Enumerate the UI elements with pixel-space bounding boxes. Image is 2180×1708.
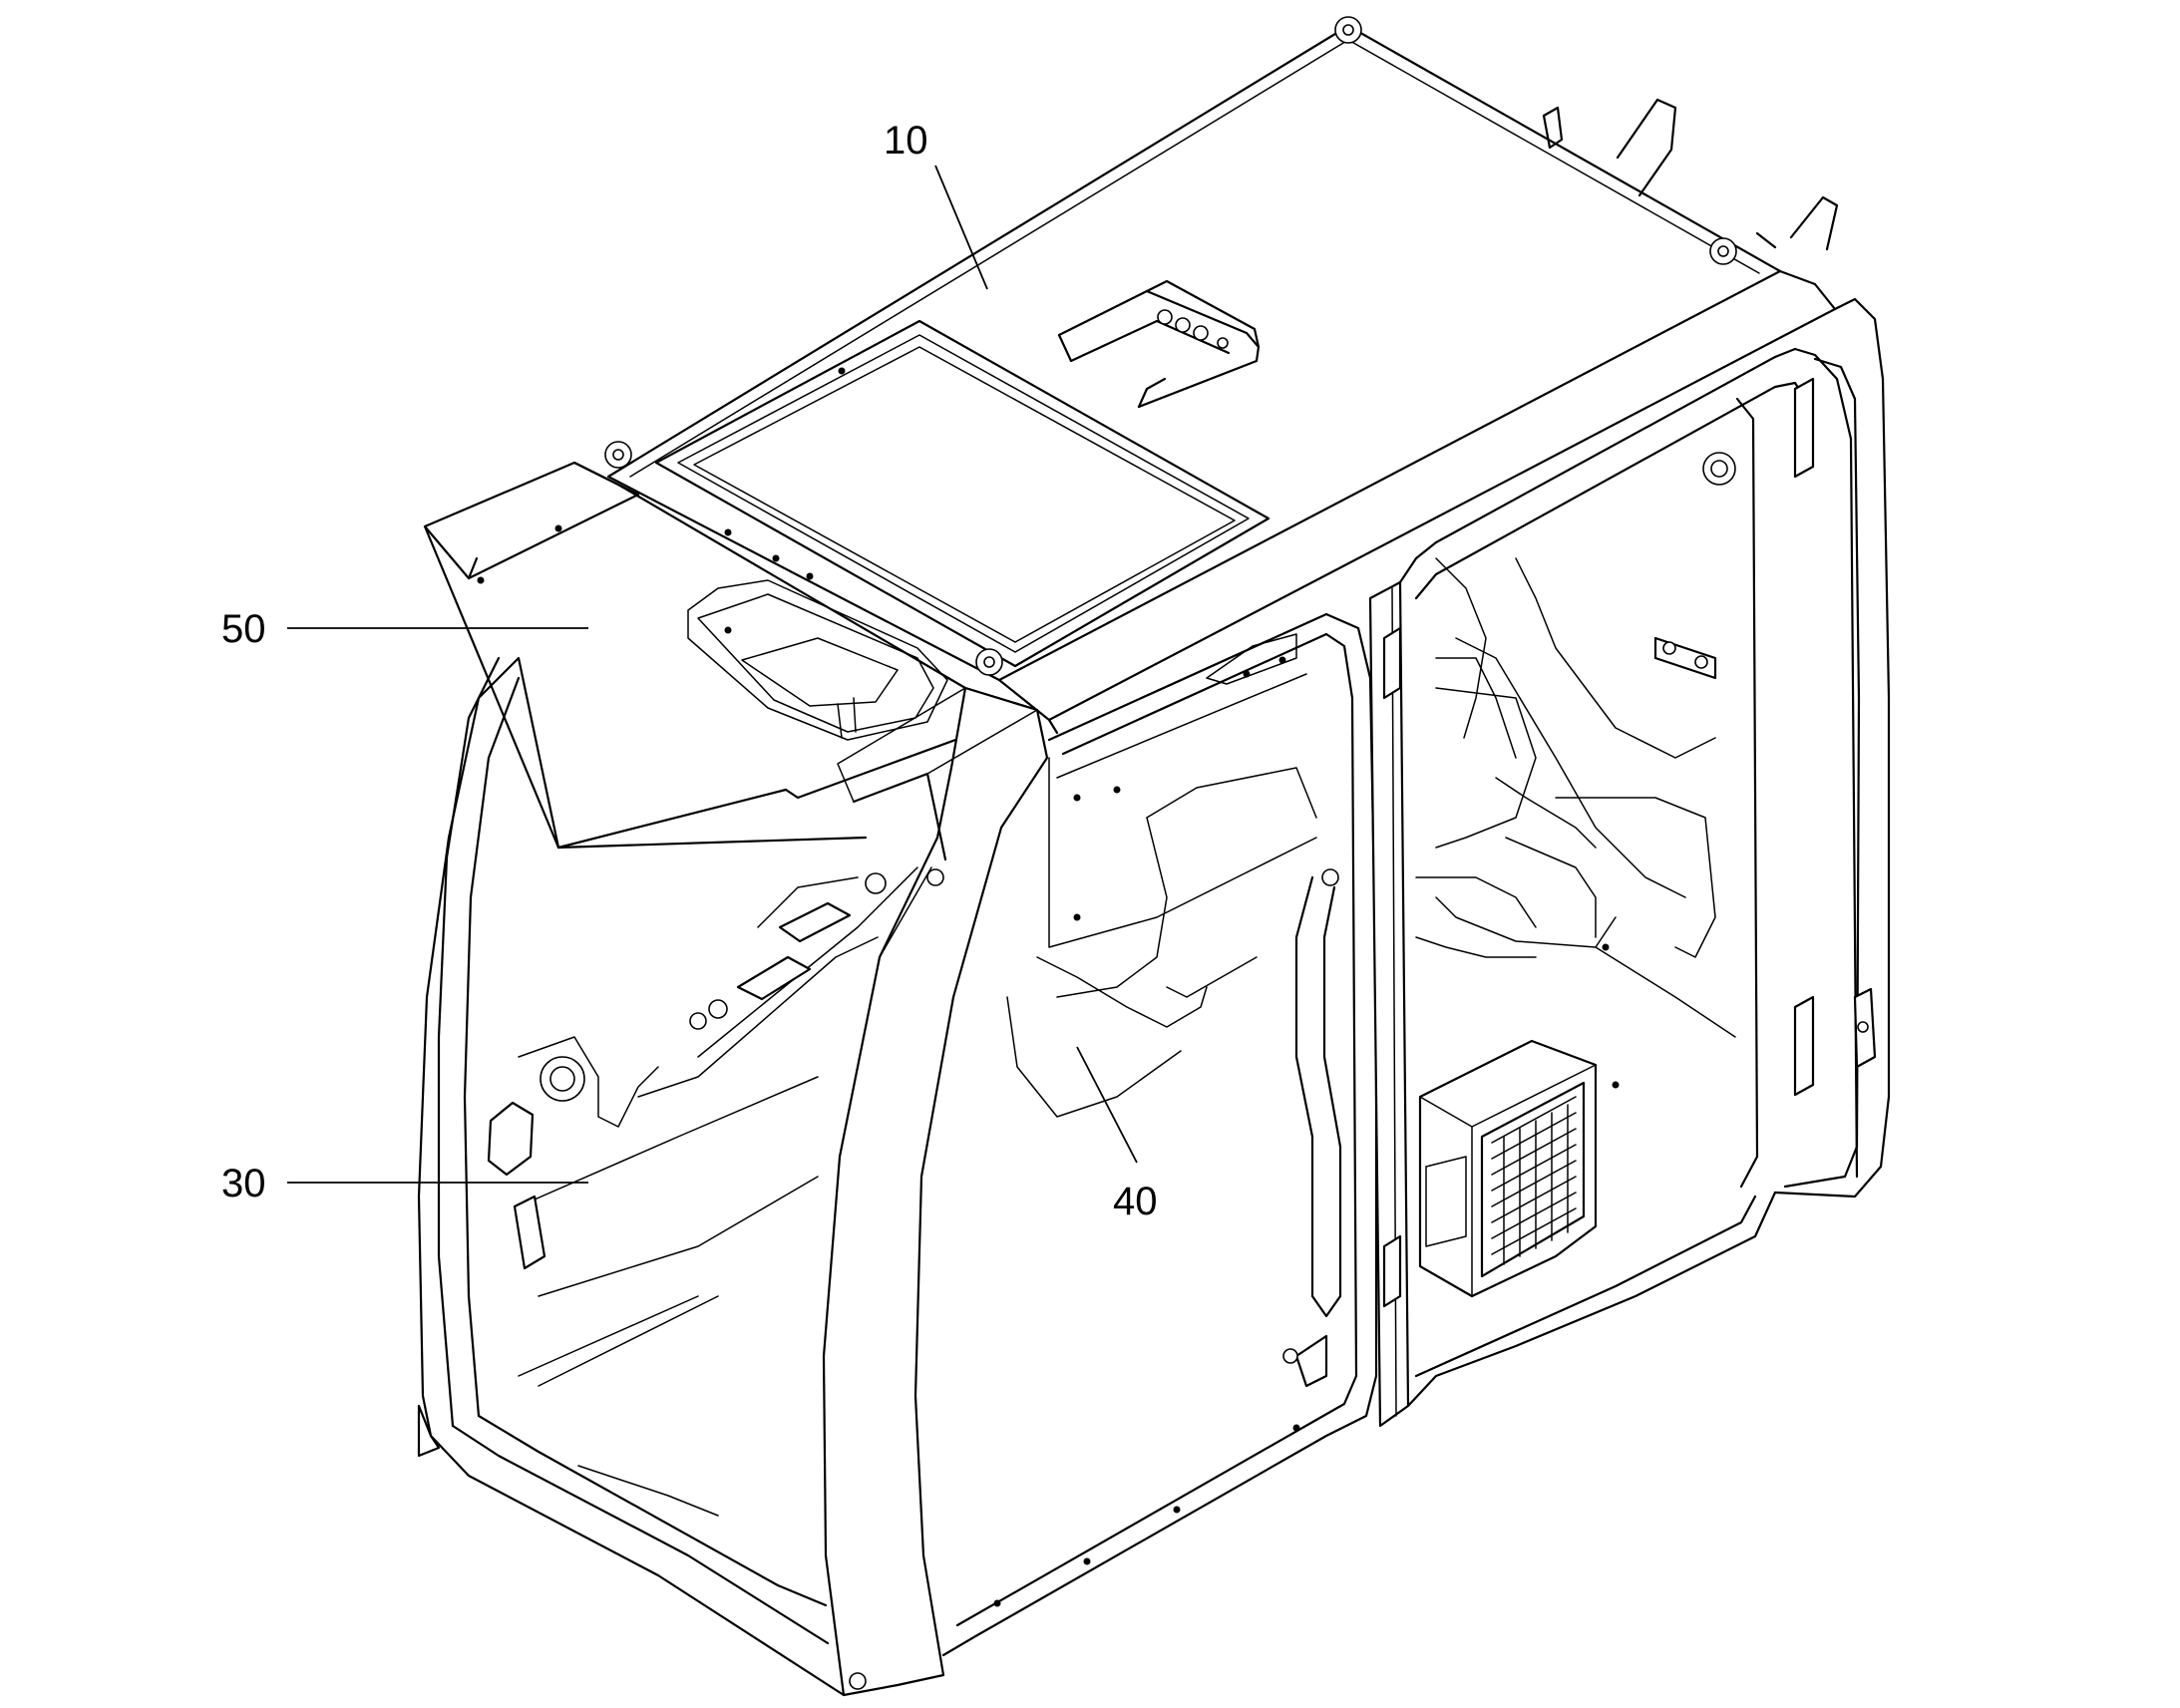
callout-50: 50 xyxy=(221,607,266,651)
vent-grille xyxy=(1491,1096,1577,1265)
roof-bracket xyxy=(1057,279,1261,409)
hvac-box xyxy=(1418,1039,1598,1298)
leader-40 xyxy=(1076,1046,1138,1164)
callout-40: 40 xyxy=(1113,1180,1158,1223)
rear-hinges xyxy=(1793,377,1877,1097)
leader-lines xyxy=(287,165,1138,1184)
rear-interior-panel xyxy=(1006,673,1317,1118)
roof-hatch xyxy=(654,319,1271,668)
rear-mount-brackets xyxy=(1542,98,1839,251)
left-console xyxy=(487,836,918,1517)
front-pillar xyxy=(822,686,1049,1697)
callout-10: 10 xyxy=(884,119,928,163)
door-frame xyxy=(941,612,1378,1657)
lifting-eyes xyxy=(604,16,1737,676)
handrail xyxy=(1282,868,1342,1388)
callout-30: 30 xyxy=(221,1162,266,1205)
center-post xyxy=(1368,580,1410,1428)
rear-compartment xyxy=(1415,452,1736,1089)
leader-10 xyxy=(934,165,988,290)
left-window-frame xyxy=(417,656,846,1697)
sun-visor xyxy=(423,461,1039,850)
callout-labels: 10 50 30 40 xyxy=(221,119,1158,1223)
